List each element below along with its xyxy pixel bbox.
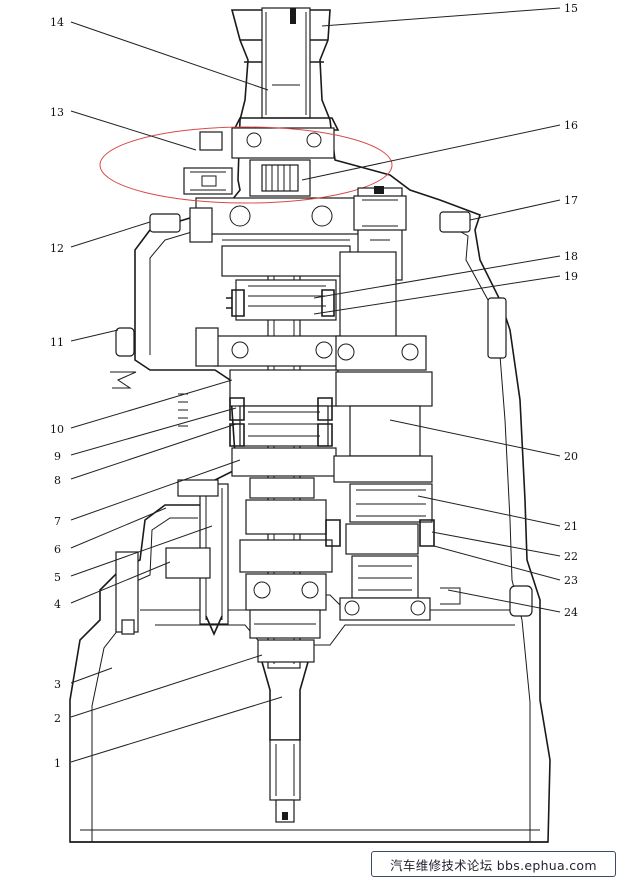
label-7: 7 <box>54 515 61 528</box>
label-5: 5 <box>54 571 61 584</box>
forum-watermark: 汽车维修技术论坛 bbs.ephua.com <box>371 851 616 877</box>
label-22: 22 <box>564 550 578 563</box>
housing-outline <box>69 9 551 843</box>
highlight-ellipse <box>99 126 393 204</box>
top-input-shaft-cover <box>232 7 340 131</box>
label-10: 10 <box>50 423 64 436</box>
label-8: 8 <box>54 474 61 487</box>
label-9: 9 <box>54 450 61 463</box>
label-20: 20 <box>564 450 578 463</box>
label-12: 12 <box>50 242 64 255</box>
label-11: 11 <box>50 336 64 349</box>
countershaft <box>325 251 461 621</box>
label-4: 4 <box>54 598 61 611</box>
part-number-labels: 1 2 3 4 5 6 7 8 9 10 11 12 13 14 15 16 1… <box>50 2 578 770</box>
synchronizer-left <box>226 289 335 447</box>
label-2: 2 <box>54 712 61 725</box>
label-17: 17 <box>564 194 578 207</box>
label-14: 14 <box>50 16 64 29</box>
leader-lines <box>70 7 561 763</box>
shift-lever-assembly <box>115 479 229 636</box>
label-13: 13 <box>50 106 64 119</box>
label-24: 24 <box>564 606 578 619</box>
label-15: 15 <box>564 2 578 15</box>
label-1: 1 <box>54 757 61 770</box>
label-6: 6 <box>54 543 61 556</box>
label-21: 21 <box>564 520 578 533</box>
upper-bearing-assembly <box>149 127 471 247</box>
output-shaft <box>257 639 315 823</box>
drain-plugs <box>110 297 533 617</box>
label-3: 3 <box>54 678 61 691</box>
label-18: 18 <box>564 250 578 263</box>
label-19: 19 <box>564 270 578 283</box>
label-16: 16 <box>564 119 578 132</box>
label-23: 23 <box>564 574 578 587</box>
